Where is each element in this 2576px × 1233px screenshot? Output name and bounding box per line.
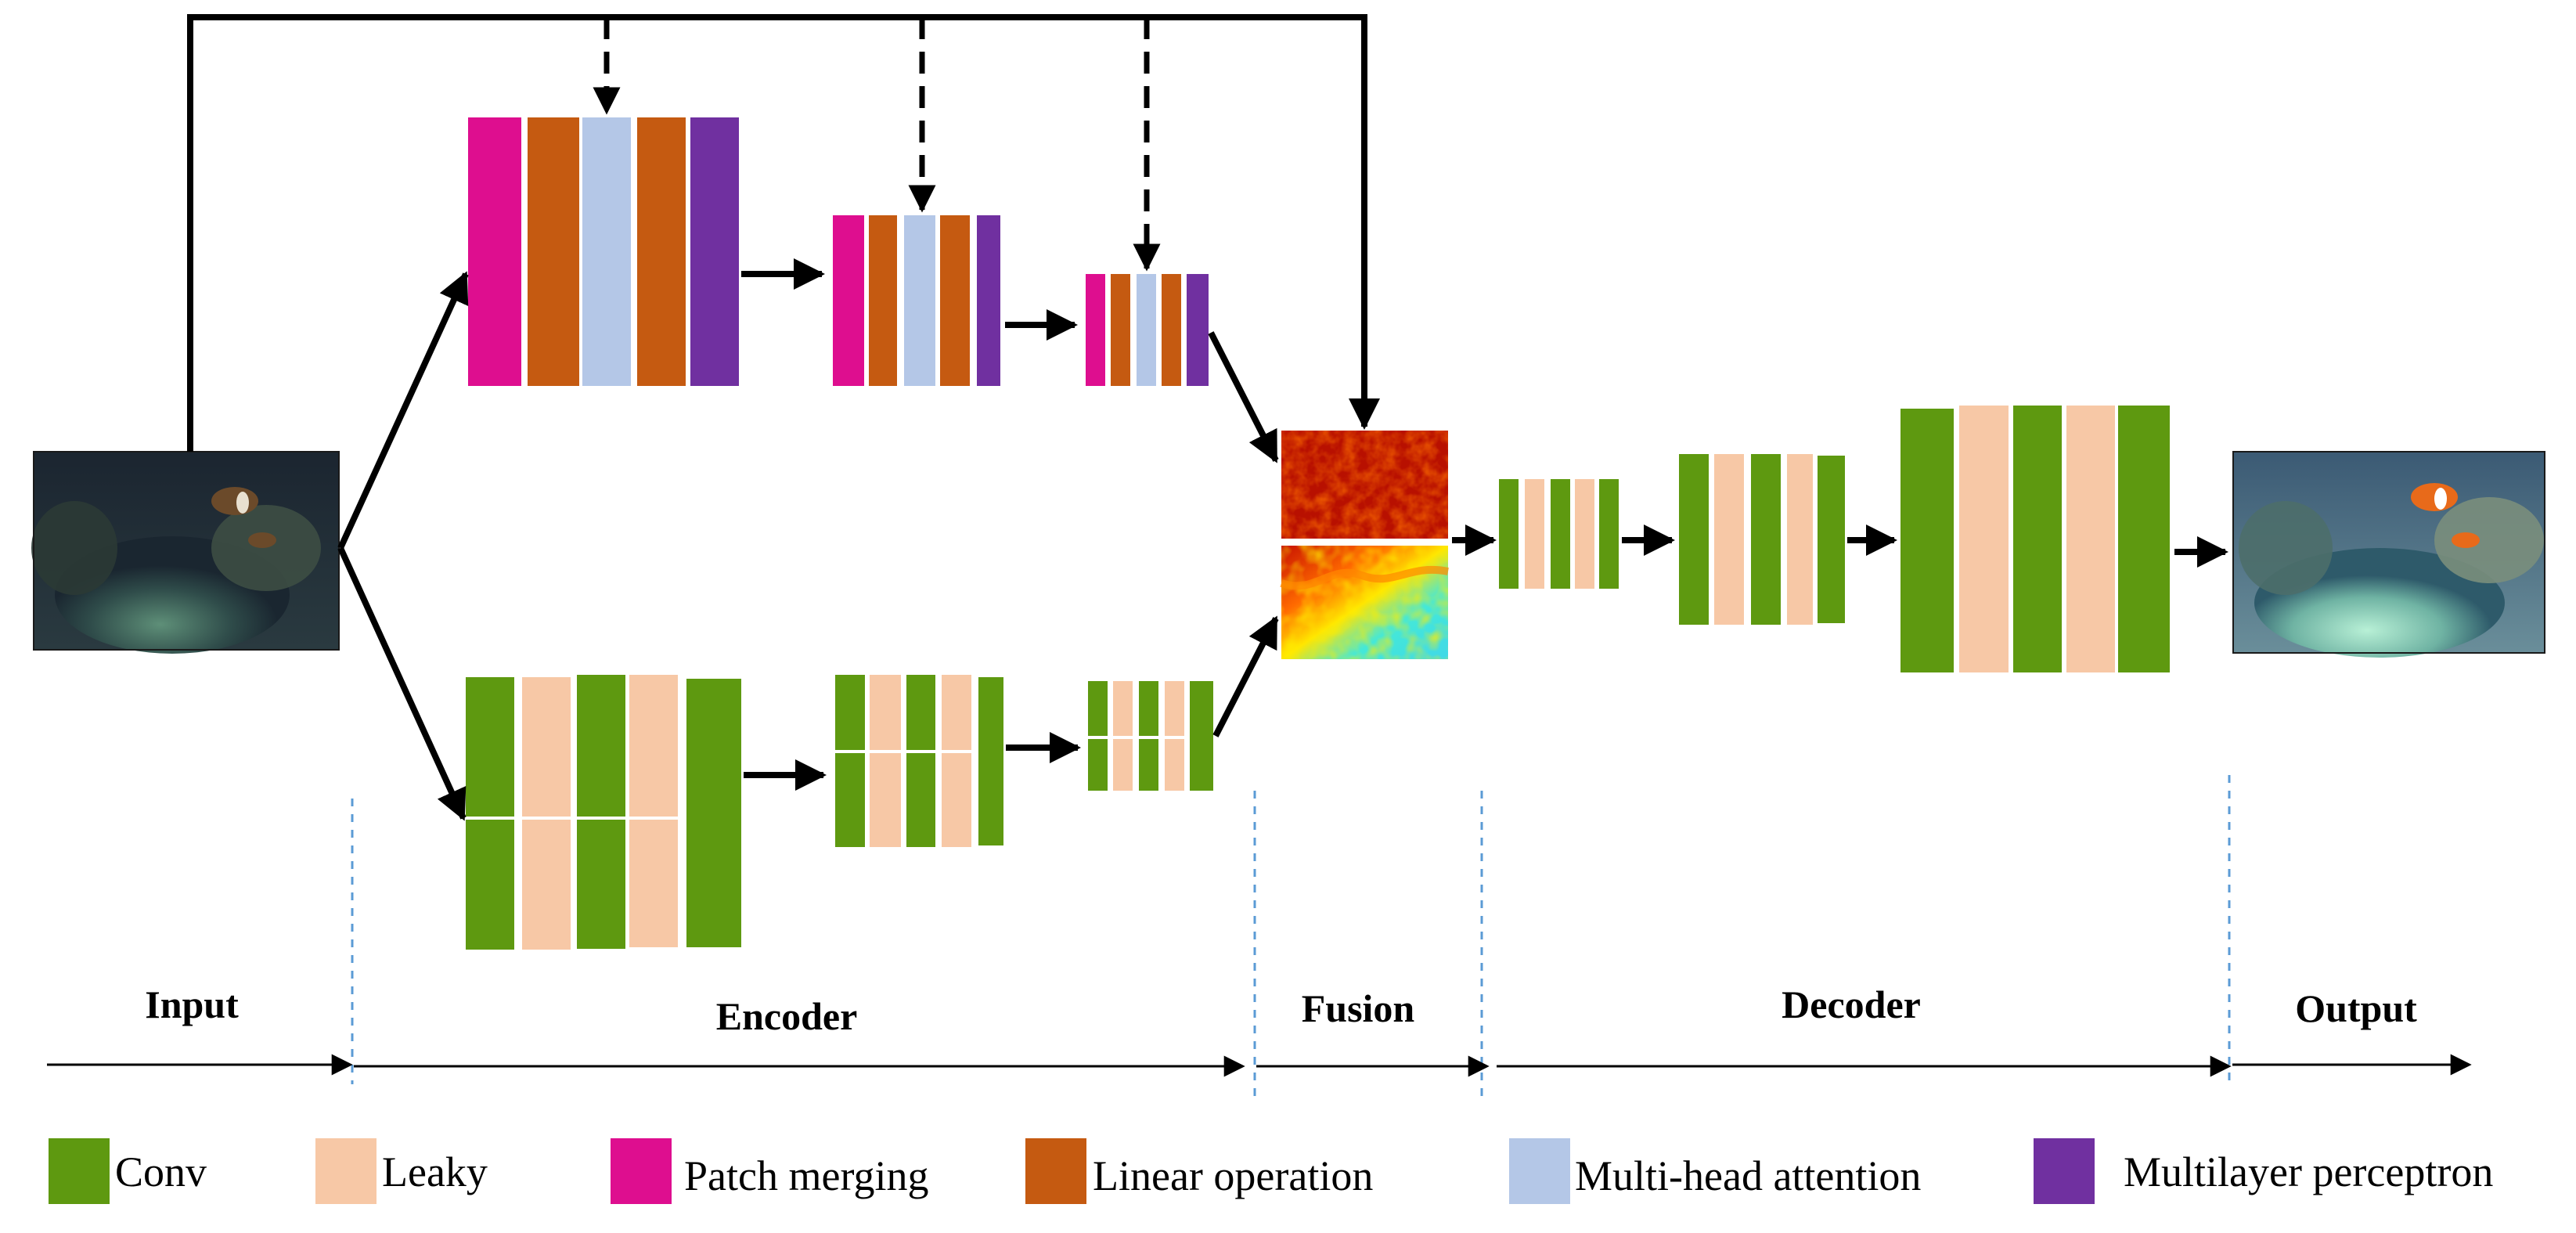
flow-arrows — [187, 14, 2228, 821]
leaky-block — [1959, 406, 2009, 672]
legend-item-conv: Conv — [49, 1138, 207, 1204]
conv-block — [1499, 479, 1519, 589]
multi-head-attention-block — [904, 215, 935, 386]
conv-block — [686, 679, 741, 947]
cnn-stage-3 — [1088, 681, 1213, 791]
stage-label-fusion: Fusion — [1302, 986, 1415, 1030]
transformer-stage-3 — [1086, 274, 1209, 386]
leaky-block — [1714, 454, 1744, 625]
conv-block — [1190, 681, 1213, 791]
transformer-stage-2 — [833, 215, 1000, 386]
input-image — [31, 451, 340, 654]
stage-label-output: Output — [2295, 986, 2417, 1030]
decoder-stage-1 — [1499, 479, 1619, 589]
leaky-block — [1575, 479, 1594, 589]
linear-operation-block — [528, 117, 579, 386]
encoder-cnn-branch — [466, 675, 1213, 950]
multilayer-perceptron-block — [1187, 274, 1209, 386]
legend-item-multi-head-attention: Multi-head attention — [1509, 1138, 1921, 1204]
legend-swatch-multi-head-attention — [1509, 1138, 1570, 1204]
decoder-stage-2 — [1679, 454, 1845, 625]
legend-swatch-linear-operation — [1025, 1138, 1086, 1204]
multilayer-perceptron-block — [690, 117, 739, 386]
conv-block — [1818, 456, 1845, 623]
legend-label-linear-operation: Linear operation — [1093, 1152, 1373, 1199]
linear-operation-block — [1162, 274, 1181, 386]
leaky-block — [2066, 406, 2115, 672]
leaky-block — [522, 677, 571, 950]
legend-label-conv: Conv — [115, 1148, 207, 1195]
linear-operation-block — [940, 215, 970, 386]
conv-block — [1679, 454, 1709, 625]
conv-block — [466, 677, 514, 950]
decoder-stage-3 — [1900, 406, 2170, 672]
linear-operation-block — [869, 215, 897, 386]
conv-block — [577, 675, 625, 949]
stage-label-decoder: Decoder — [1782, 982, 1921, 1026]
conv-block — [906, 675, 935, 847]
legend-label-patch-merging: Patch merging — [684, 1152, 928, 1199]
legend: Conv Leaky Patch merging Linear operatio… — [49, 1138, 2493, 1204]
patch-merging-block — [833, 215, 864, 386]
fusion-heatmap-bottom — [1280, 546, 1449, 659]
leaky-block — [1525, 479, 1544, 589]
multi-head-attention-block — [582, 117, 631, 386]
legend-item-multilayer-perceptron: Multilayer perceptron — [2034, 1138, 2493, 1204]
conv-block — [2118, 406, 2170, 672]
legend-label-multi-head-attention: Multi-head attention — [1575, 1152, 1921, 1199]
conv-block — [978, 677, 1003, 845]
cnn-stage-2 — [835, 675, 1003, 847]
linear-operation-block — [1111, 274, 1130, 386]
legend-swatch-multilayer-perceptron — [2034, 1138, 2095, 1204]
leaky-block — [629, 675, 678, 947]
output-image — [2232, 451, 2545, 658]
leaky-block — [1787, 454, 1813, 625]
legend-swatch-patch-merging — [611, 1138, 672, 1204]
legend-label-leaky: Leaky — [382, 1148, 488, 1195]
stage-timeline — [47, 1054, 2472, 1077]
multilayer-perceptron-block — [977, 215, 1000, 386]
legend-label-multilayer-perceptron: Multilayer perceptron — [2124, 1148, 2493, 1195]
encoder-transformer-branch — [468, 117, 1209, 386]
leaky-block — [870, 675, 901, 847]
linear-operation-block — [637, 117, 686, 386]
patch-merging-block — [1086, 274, 1105, 386]
multi-head-attention-block — [1137, 274, 1156, 386]
legend-item-linear-operation: Linear operation — [1025, 1138, 1373, 1204]
patch-merging-block — [468, 117, 521, 386]
stage-label-encoder: Encoder — [716, 994, 858, 1038]
transformer-stage-1 — [468, 117, 739, 386]
legend-item-leaky: Leaky — [315, 1138, 488, 1204]
stage-dividers — [351, 775, 2231, 1096]
conv-block — [1599, 479, 1619, 589]
fusion-heatmap-top — [1281, 431, 1448, 539]
stage-label-input: Input — [145, 982, 239, 1026]
legend-item-patch-merging: Patch merging — [611, 1138, 928, 1204]
conv-block — [1551, 479, 1570, 589]
conv-block — [835, 675, 865, 847]
legend-swatch-leaky — [315, 1138, 376, 1204]
conv-block — [1751, 454, 1781, 625]
cnn-stage-1 — [466, 675, 741, 950]
legend-swatch-conv — [49, 1138, 110, 1204]
conv-block — [2013, 406, 2062, 672]
conv-block — [1900, 409, 1954, 672]
leaky-block — [942, 675, 971, 847]
